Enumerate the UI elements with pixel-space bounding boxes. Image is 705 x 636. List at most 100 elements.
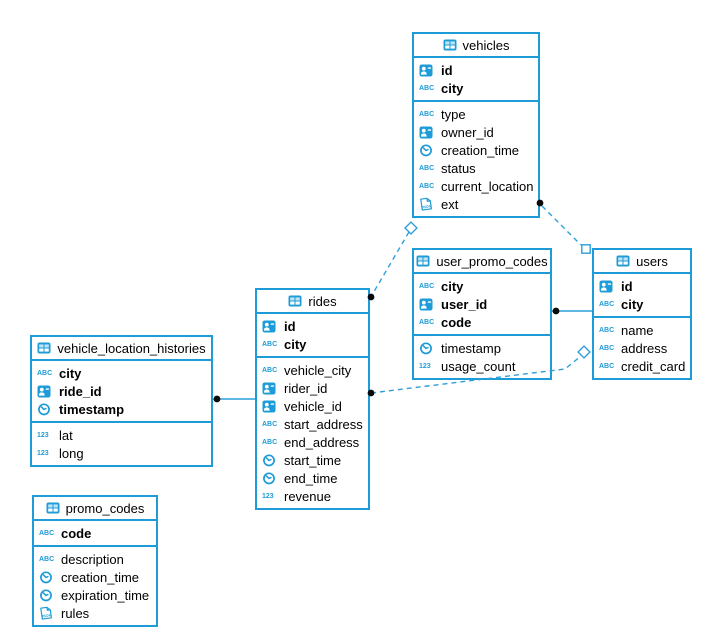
column-name: type (441, 106, 466, 122)
column-name: ride_id (59, 383, 102, 399)
timestamp-clock-icon (262, 471, 279, 485)
column-name: timestamp (441, 340, 501, 356)
id-badge-icon (262, 381, 279, 395)
json-document-icon: JSON (39, 606, 56, 620)
id-badge-icon (262, 319, 279, 333)
number-type-glyph: 123 (37, 431, 49, 439)
id-badge-icon (419, 63, 436, 77)
string-type-glyph: ABC (262, 420, 278, 428)
string-type-icon: ABC (419, 81, 436, 95)
column-row-vehicle_city[interactable]: ABC vehicle_city (257, 361, 368, 379)
column-name: city (441, 80, 464, 96)
column-row-expiration_time[interactable]: expiration_time (34, 586, 156, 604)
string-type-glyph: ABC (262, 340, 278, 348)
column-row-end_time[interactable]: end_time (257, 469, 368, 487)
column-row-owner_id[interactable]: owner_id (414, 123, 538, 141)
timestamp-clock-icon (39, 570, 56, 584)
relationship-vehicle_location_histories-to-rides[interactable] (213, 395, 255, 403)
number-type-icon: 123 (37, 428, 54, 442)
timestamp-clock-icon (39, 588, 56, 602)
column-row-timestamp[interactable]: timestamp (414, 339, 550, 357)
column-name: start_time (284, 452, 342, 468)
column-row-ext[interactable]: JSON ext (414, 195, 538, 213)
table-icon (37, 341, 52, 355)
timestamp-clock-icon (262, 453, 279, 467)
column-name: address (621, 340, 668, 356)
relationship-diamond-end (404, 221, 418, 235)
column-row-timestamp[interactable]: timestamp (32, 400, 211, 418)
column-row-id[interactable]: id (414, 61, 538, 79)
column-row-creation_time[interactable]: creation_time (34, 568, 156, 586)
column-name: ext (441, 196, 459, 212)
table-header-users[interactable]: users (594, 250, 690, 274)
table-header-rides[interactable]: rides (257, 290, 368, 314)
string-type-icon: ABC (419, 161, 436, 175)
number-type-icon: 123 (37, 446, 54, 460)
svg-text:JSON: JSON (421, 204, 432, 209)
relationship-vehicles-to-rides[interactable] (367, 221, 418, 301)
column-row-city[interactable]: ABC city (414, 79, 538, 97)
relationship-vehicles-to-users[interactable] (536, 199, 591, 254)
string-type-glyph: ABC (599, 362, 615, 370)
column-name: vehicle_id (284, 398, 342, 414)
column-row-id[interactable]: id (594, 277, 690, 295)
number-type-glyph: 123 (262, 492, 274, 500)
column-row-address[interactable]: ABC address (594, 339, 690, 357)
string-type-icon: ABC (262, 417, 279, 431)
relationship-dot-end (213, 395, 221, 403)
table-title: rides (308, 293, 337, 309)
table-header-user_promo_codes[interactable]: user_promo_codes (414, 250, 550, 274)
column-row-creation_time[interactable]: creation_time (414, 141, 538, 159)
table-header-vehicle_location_histories[interactable]: vehicle_location_histories (32, 337, 211, 361)
table-header-promo_codes[interactable]: promo_codes (34, 497, 156, 521)
number-type-glyph: 123 (37, 449, 49, 457)
column-row-start_time[interactable]: start_time (257, 451, 368, 469)
relationship-user_promo_codes-to-users[interactable] (552, 307, 592, 315)
column-row-user_id[interactable]: user_id (414, 295, 550, 313)
column-row-id[interactable]: id (257, 317, 368, 335)
column-name: rider_id (284, 380, 328, 396)
id-badge-icon (419, 297, 436, 311)
timestamp-clock-icon (419, 341, 436, 355)
column-row-rider_id[interactable]: rider_id (257, 379, 368, 397)
column-name: vehicle_city (284, 362, 352, 378)
column-row-vehicle_id[interactable]: vehicle_id (257, 397, 368, 415)
string-type-icon: ABC (262, 337, 279, 351)
column-name: id (441, 62, 453, 78)
column-row-ride_id[interactable]: ride_id (32, 382, 211, 400)
string-type-glyph: ABC (39, 529, 55, 537)
relationship-diamond-end (577, 345, 591, 359)
string-type-icon: ABC (599, 341, 616, 355)
string-type-icon: ABC (37, 366, 54, 380)
table-header-vehicles[interactable]: vehicles (414, 34, 538, 58)
string-type-icon: ABC (262, 363, 279, 377)
